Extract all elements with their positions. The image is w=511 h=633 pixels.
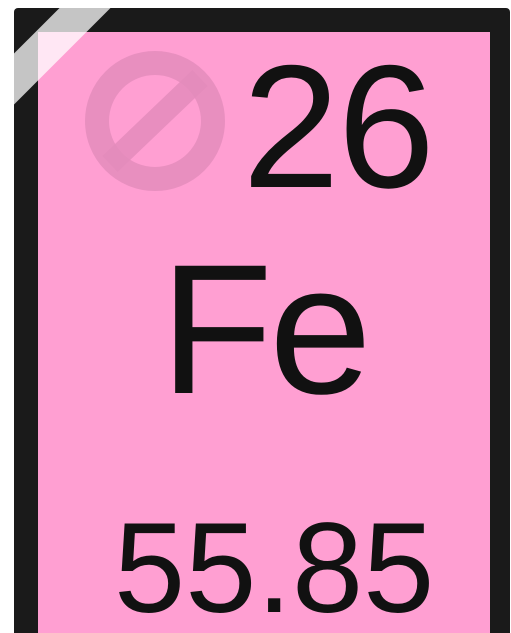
atomic-mass: 55.85 [114,497,435,633]
watermark-logo-icon [85,51,225,191]
element-tile [38,32,490,633]
element-symbol: Fe [160,227,372,433]
atomic-number: 26 [242,30,435,225]
